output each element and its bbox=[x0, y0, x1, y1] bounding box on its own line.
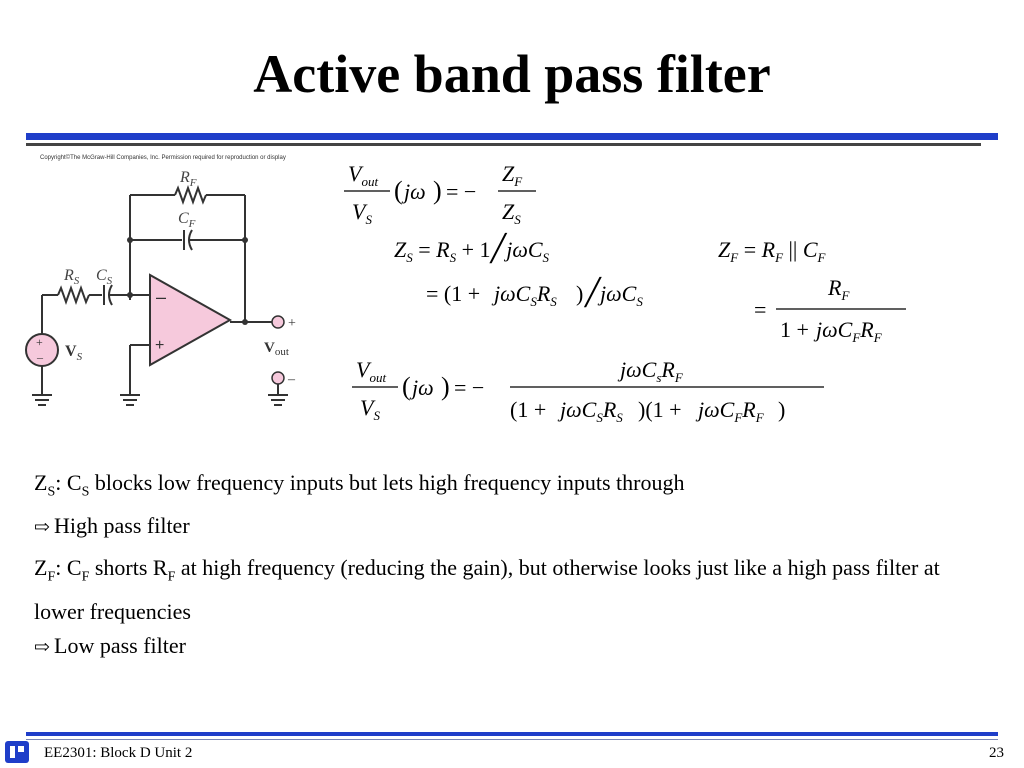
svg-text:= −: = − bbox=[454, 375, 484, 400]
header-rule-thin bbox=[26, 143, 981, 146]
svg-text:jωCsRF: jωCsRF bbox=[617, 357, 684, 385]
svg-text:VS: VS bbox=[352, 199, 372, 227]
footer-rule-thin bbox=[26, 739, 998, 740]
svg-text:ZS = RS + 1╱jωCS: ZS = RS + 1╱jωCS bbox=[394, 232, 550, 265]
svg-text:jωCSRS: jωCSRS bbox=[491, 281, 557, 309]
svg-text:): ) bbox=[441, 372, 450, 401]
svg-text:)(1 +: )(1 + bbox=[638, 397, 682, 422]
header-rule bbox=[26, 133, 998, 140]
svg-text:+: + bbox=[288, 316, 296, 331]
svg-text:jω: jω bbox=[401, 179, 426, 204]
svg-text:+: + bbox=[36, 335, 43, 349]
svg-text:–: – bbox=[36, 350, 44, 364]
svg-text:1 +: 1 + bbox=[780, 317, 809, 342]
logo-icon bbox=[5, 741, 29, 763]
svg-text:(: ( bbox=[402, 372, 411, 401]
svg-text:Vout: Vout bbox=[356, 357, 386, 385]
svg-text:VS: VS bbox=[65, 343, 83, 363]
svg-text:= −: = − bbox=[446, 179, 476, 204]
svg-text:Vout: Vout bbox=[264, 340, 289, 358]
body-text: ZS: CS blocks low frequency inputs but l… bbox=[34, 466, 994, 665]
svg-text:CS: CS bbox=[96, 267, 113, 287]
slide-title: Active band pass filter bbox=[253, 44, 771, 104]
svg-text:RF: RF bbox=[827, 275, 850, 303]
svg-text:ZF: ZF bbox=[502, 161, 523, 189]
svg-text:+: + bbox=[155, 337, 164, 354]
svg-text:(1 +: (1 + bbox=[510, 397, 546, 422]
svg-text:jωCFRF: jωCFRF bbox=[813, 317, 883, 345]
svg-text:CF: CF bbox=[178, 210, 196, 230]
arrow-right-icon: ⇨ bbox=[34, 636, 50, 658]
svg-text:╱: ╱ bbox=[583, 276, 602, 308]
svg-text:–: – bbox=[287, 372, 296, 387]
circuit-diagram: – + + – + – RF CF RS CS VS Vout bbox=[25, 169, 296, 406]
svg-text:jωCSRS: jωCSRS bbox=[557, 397, 623, 425]
svg-text:): ) bbox=[433, 176, 442, 205]
footer-rule bbox=[26, 732, 998, 736]
svg-text:–: – bbox=[156, 287, 166, 307]
svg-text:jωCS: jωCS bbox=[597, 281, 643, 309]
svg-text:RS: RS bbox=[63, 267, 80, 287]
svg-text:ZF = RF || CF: ZF = RF || CF bbox=[718, 237, 827, 265]
svg-text:): ) bbox=[576, 281, 583, 306]
arrow-right-icon: ⇨ bbox=[34, 517, 50, 539]
footer-page-number: 23 bbox=[989, 745, 1004, 761]
footer-course: EE2301: Block D Unit 2 bbox=[44, 745, 193, 761]
svg-text:=: = bbox=[754, 297, 766, 322]
svg-text:ZS: ZS bbox=[502, 199, 521, 227]
paragraph-zs: ZS: CS blocks low frequency inputs but l… bbox=[34, 470, 685, 500]
paragraph-high-pass: ⇨High pass filter bbox=[34, 509, 994, 545]
svg-text:VS: VS bbox=[360, 395, 380, 423]
paragraph-zf: ZF: CF shorts RF at high frequency (redu… bbox=[34, 555, 940, 624]
equations: Vout VS ( jω ) = − ZF ZS ZS = RS + 1╱jωC… bbox=[344, 161, 906, 425]
svg-text:Vout: Vout bbox=[348, 161, 378, 189]
svg-text:(: ( bbox=[394, 176, 403, 205]
svg-text:jωCFRF: jωCFRF bbox=[695, 397, 765, 425]
svg-text:= (1 +: = (1 + bbox=[426, 281, 480, 306]
svg-text:): ) bbox=[778, 397, 785, 422]
paragraph-low-pass: ⇨Low pass filter bbox=[34, 629, 994, 665]
svg-text:jω: jω bbox=[409, 375, 434, 400]
copyright-notice: Copyright©The McGraw-Hill Companies, Inc… bbox=[40, 155, 286, 161]
